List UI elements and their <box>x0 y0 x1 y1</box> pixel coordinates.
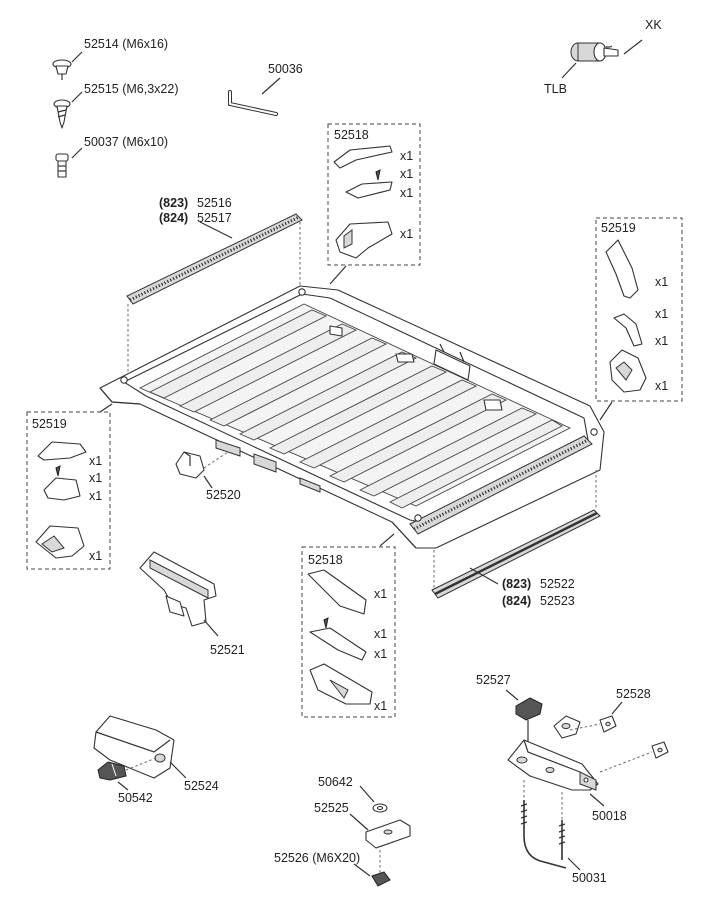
label-50031: 50031 <box>572 871 607 885</box>
kit-box-52518-bottom <box>301 546 396 718</box>
bolt-52526 <box>371 850 391 887</box>
rubber-strip-top <box>126 213 303 305</box>
label-52520: 52520 <box>206 488 241 502</box>
screw-52514 <box>52 59 72 80</box>
label-52527: 52527 <box>476 673 511 687</box>
label-52516: 52516 <box>197 196 232 210</box>
label-52518-top: 52518 <box>334 128 369 142</box>
qty-52519-right-1: x1 <box>655 275 668 289</box>
clip-52520 <box>175 451 205 479</box>
lock-cylinder <box>570 42 619 62</box>
kit-box-52519-left <box>26 411 111 570</box>
washer-50642 <box>372 803 388 813</box>
label-50018: 50018 <box>592 809 627 823</box>
label-52519-right: 52519 <box>601 221 636 235</box>
corner-cap-52519-left <box>35 441 87 559</box>
label-52517: 52517 <box>197 211 232 225</box>
nut-52528 <box>599 715 669 759</box>
qty-52519-left-4: x1 <box>89 549 102 563</box>
label-52525: 52525 <box>314 801 349 815</box>
label-xk: XK <box>645 18 662 32</box>
kit-box-52518-top <box>327 123 421 266</box>
label-52526: 52526 (M6X20) <box>274 851 360 865</box>
label-52515: 52515 (M6,3x22) <box>84 82 179 96</box>
qty-52518-top-3: x1 <box>400 186 413 200</box>
mount-plate-50018 <box>507 739 599 791</box>
qty-52519-left-1: x1 <box>89 454 102 468</box>
knob-52527-b <box>553 715 581 739</box>
cargo-basket-frame <box>99 285 605 549</box>
knob-52527 <box>515 697 543 744</box>
u-bolt-50031 <box>520 780 567 869</box>
label-50642: 50642 <box>318 775 353 789</box>
label-52521: 52521 <box>210 643 245 657</box>
kit-box-52519-right <box>595 217 683 402</box>
qty-52518-top-4: x1 <box>400 227 413 241</box>
qty-52518-top-1: x1 <box>400 149 413 163</box>
label-52519-left: 52519 <box>32 417 67 431</box>
qty-52518-bottom-2: x1 <box>374 627 387 641</box>
corner-cap-52519-right <box>605 239 647 393</box>
label-52524: 52524 <box>184 779 219 793</box>
qty-52518-bottom-3: x1 <box>374 647 387 661</box>
handle-52524 <box>93 715 175 779</box>
qty-52519-right-3: x1 <box>655 334 668 348</box>
qty-52518-bottom-1: x1 <box>374 587 387 601</box>
label-52528: 52528 <box>616 687 651 701</box>
label-52523-model: (824) <box>502 594 531 608</box>
qty-52519-right-4: x1 <box>655 379 668 393</box>
qty-52518-top-2: x1 <box>400 167 413 181</box>
allen-key-50036 <box>228 90 278 116</box>
label-52522-model: (823) <box>502 577 531 591</box>
screw-52515 <box>53 99 71 129</box>
qty-52519-right-2: x1 <box>655 307 668 321</box>
qty-52518-bottom-4: x1 <box>374 699 387 713</box>
label-52518-bottom: 52518 <box>308 553 343 567</box>
label-tlb: TLB <box>544 82 567 96</box>
bracket-52521 <box>139 551 217 627</box>
label-50542: 50542 <box>118 791 153 805</box>
end-cap-52518-bottom <box>307 569 373 705</box>
label-52516-model: (823) <box>159 196 188 210</box>
clamp-plate-52525 <box>365 819 411 849</box>
label-50036: 50036 <box>268 62 303 76</box>
screw-50037 <box>55 153 69 178</box>
qty-52519-left-2: x1 <box>89 471 102 485</box>
rubber-strip-front <box>431 509 601 599</box>
label-52523: 52523 <box>540 594 575 608</box>
label-50037: 50037 (M6x10) <box>84 135 168 149</box>
label-52514: 52514 (M6x16) <box>84 37 168 51</box>
qty-52519-left-3: x1 <box>89 489 102 503</box>
end-cap-52518-top <box>333 145 393 259</box>
latch-50542 <box>97 761 127 781</box>
label-52522: 52522 <box>540 577 575 591</box>
label-52517-model: (824) <box>159 211 188 225</box>
